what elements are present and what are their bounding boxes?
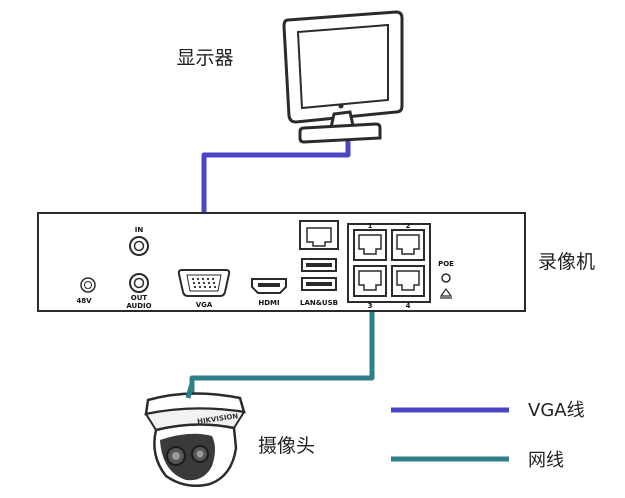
lan-port xyxy=(299,220,339,250)
audio-in-label: IN xyxy=(135,226,144,234)
vga-cable xyxy=(201,138,351,268)
poe-label: POE xyxy=(438,260,454,268)
poe-port-3-number: 3 xyxy=(368,302,373,310)
poe-port-4 xyxy=(391,265,425,297)
poe-led-icon xyxy=(441,273,451,283)
vga-port-label: VGA xyxy=(196,301,213,309)
vga-port xyxy=(177,269,231,297)
power-port-label: 48V xyxy=(76,297,92,305)
hdmi-port xyxy=(251,278,287,294)
lan-usb-label: LAN&USB xyxy=(300,299,338,307)
poe-port-3 xyxy=(353,265,387,297)
audio-label: AUDIO xyxy=(126,302,151,310)
recorder-label: 录像机 xyxy=(538,251,595,273)
audio-out-label: OUT xyxy=(131,294,148,302)
recorder-body xyxy=(37,212,526,312)
usb-port-1 xyxy=(301,258,337,272)
camera-label: 摄像头 xyxy=(258,435,315,457)
poe-port-4-number: 4 xyxy=(406,302,411,310)
audio-out-port xyxy=(129,273,149,293)
hdmi-port-label: HDMI xyxy=(258,299,279,307)
camera-icon xyxy=(144,383,246,487)
legend-vga-label: VGA线 xyxy=(528,400,585,421)
usb-port-2 xyxy=(301,277,337,291)
poe-port-2 xyxy=(391,229,425,261)
audio-in-port xyxy=(129,236,149,256)
poe-port-1 xyxy=(353,229,387,261)
legend-net-label: 网线 xyxy=(528,450,564,471)
monitor-icon xyxy=(282,10,404,144)
ground-icon xyxy=(439,287,453,299)
power-port xyxy=(80,277,96,293)
poe-port-2-number: 2 xyxy=(406,222,411,230)
monitor-label: 显示器 xyxy=(176,47,233,69)
poe-port-1-number: 1 xyxy=(368,222,373,230)
